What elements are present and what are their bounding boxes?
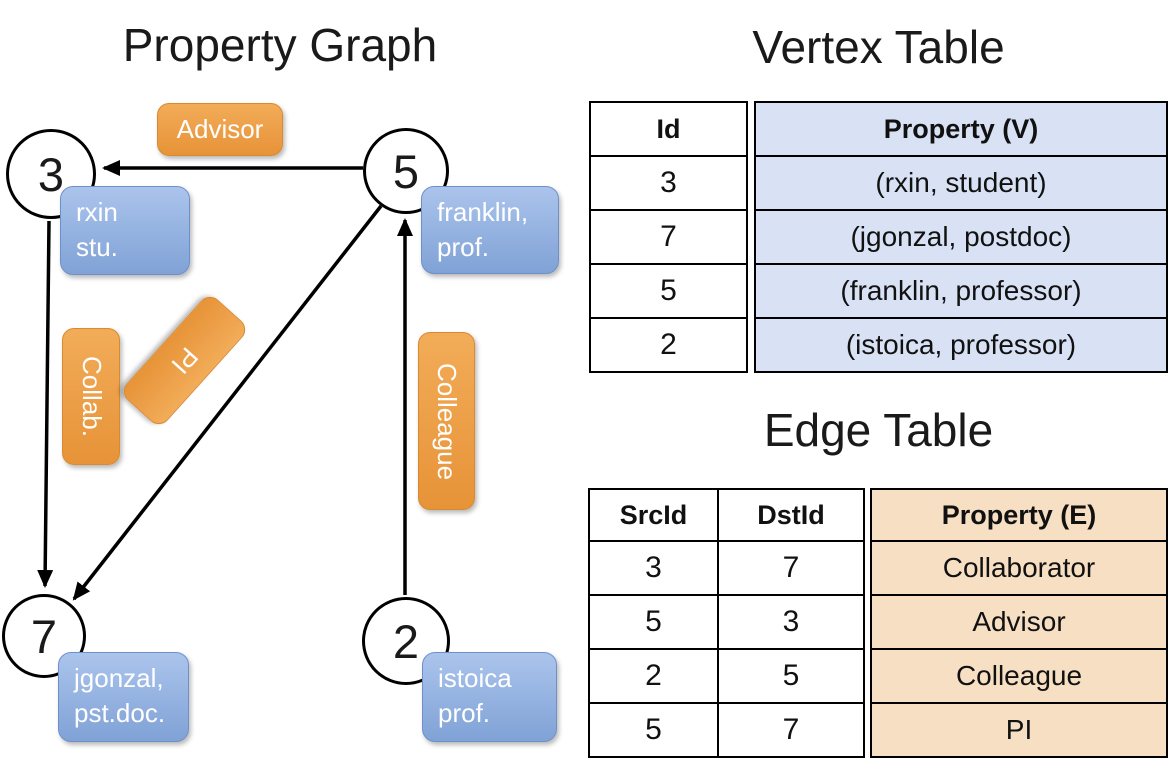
vertex-2-property-line2: prof. [438, 698, 491, 729]
edge-table-property-cell: Collaborator [872, 542, 1166, 594]
edge-table-srcid-cell: 2 [590, 650, 717, 702]
edge-5-to-7 [72, 204, 383, 601]
vertex-table-id-cell: 5 [591, 265, 746, 317]
vertex-table-header-id: Id [591, 103, 746, 155]
edge-label-advisor-text: Advisor [176, 114, 264, 144]
vertex-3-property-label: rxin stu. [60, 186, 190, 275]
vertex-3-property-line1: rxin [76, 197, 118, 227]
edge-table-dstid-cell: 7 [719, 704, 863, 756]
edge-label-pi-text: PI [165, 341, 205, 380]
edge-table-dstid-cell: 3 [719, 596, 863, 648]
vertex-table-property-cell: (franklin, professor) [756, 265, 1166, 317]
vertex-5-property-label: franklin, prof. [421, 186, 559, 274]
edge-label-advisor: Advisor [157, 103, 283, 156]
edge-table-srcid-cell: 5 [590, 704, 717, 756]
edge-label-colleague-text: Colleague [432, 362, 462, 480]
edge-3-to-7 [37, 220, 54, 588]
vertex-3-property-line2: stu. [76, 232, 118, 263]
vertex-2-circle: 2 [362, 597, 450, 685]
vertex-7-property-line2: pst.doc. [74, 698, 166, 729]
edge-table-property-column: Property (E) Collaborator Advisor Collea… [870, 488, 1168, 758]
vertex-5-circle: 5 [363, 128, 449, 214]
vertex-5-property-line1: franklin, [437, 197, 529, 227]
edge-label-colleague: Colleague [418, 332, 475, 510]
vertex-table-property-cell: (rxin, student) [756, 157, 1166, 209]
vertex-7-property-label: jgonzal, pst.doc. [58, 652, 189, 742]
vertex-2-property-label: istoica prof. [422, 652, 557, 742]
vertex-table-property-cell: (jgonzal, postdoc) [756, 211, 1166, 263]
edge-table-header-dstid: DstId [719, 490, 863, 540]
vertex-2-property-line1: istoica [438, 663, 512, 693]
vertex-7-property-line1: jgonzal, [74, 663, 164, 693]
vertex-table-id-cell: 3 [591, 157, 746, 209]
edge-table-property-cell: Colleague [872, 650, 1166, 702]
edge-table-id-columns: SrcId DstId 3 7 5 3 2 5 5 7 [588, 488, 865, 758]
edge-table-srcid-cell: 5 [590, 596, 717, 648]
vertex-7-id: 7 [30, 609, 58, 663]
vertex-table-id-column: Id 3 7 5 2 [589, 101, 748, 373]
edge-label-collab: Collab. [62, 328, 120, 465]
vertex-table-title: Vertex Table [752, 21, 1005, 73]
vertex-5-id: 5 [392, 144, 420, 198]
graph-edges-svg [37, 160, 413, 601]
vertex-table-property-cell: (istoica, professor) [756, 319, 1166, 371]
vertex-2-id: 2 [392, 614, 420, 668]
edge-table-srcid-cell: 3 [590, 542, 717, 594]
edge-table-dstid-cell: 7 [719, 542, 863, 594]
vertex-5-property-line2: prof. [437, 232, 490, 263]
vertex-table-header-property: Property (V) [756, 103, 1166, 155]
edge-table-title: Edge Table [763, 404, 994, 456]
edge-table-property-cell: Advisor [872, 596, 1166, 648]
vertex-table-property-column: Property (V) (rxin, student) (jgonzal, p… [754, 101, 1168, 373]
edge-table-header-property: Property (E) [872, 490, 1166, 540]
edge-table-header-srcid: SrcId [590, 490, 717, 540]
vertex-3-id: 3 [37, 147, 65, 201]
edge-table-property-cell: PI [872, 704, 1166, 756]
vertex-table-id-cell: 2 [591, 319, 746, 371]
edge-table-dstid-cell: 5 [719, 650, 863, 702]
vertex-table-id-cell: 7 [591, 211, 746, 263]
property-graph-title: Property Graph [122, 19, 438, 71]
edge-label-collab-text: Collab. [76, 356, 107, 437]
